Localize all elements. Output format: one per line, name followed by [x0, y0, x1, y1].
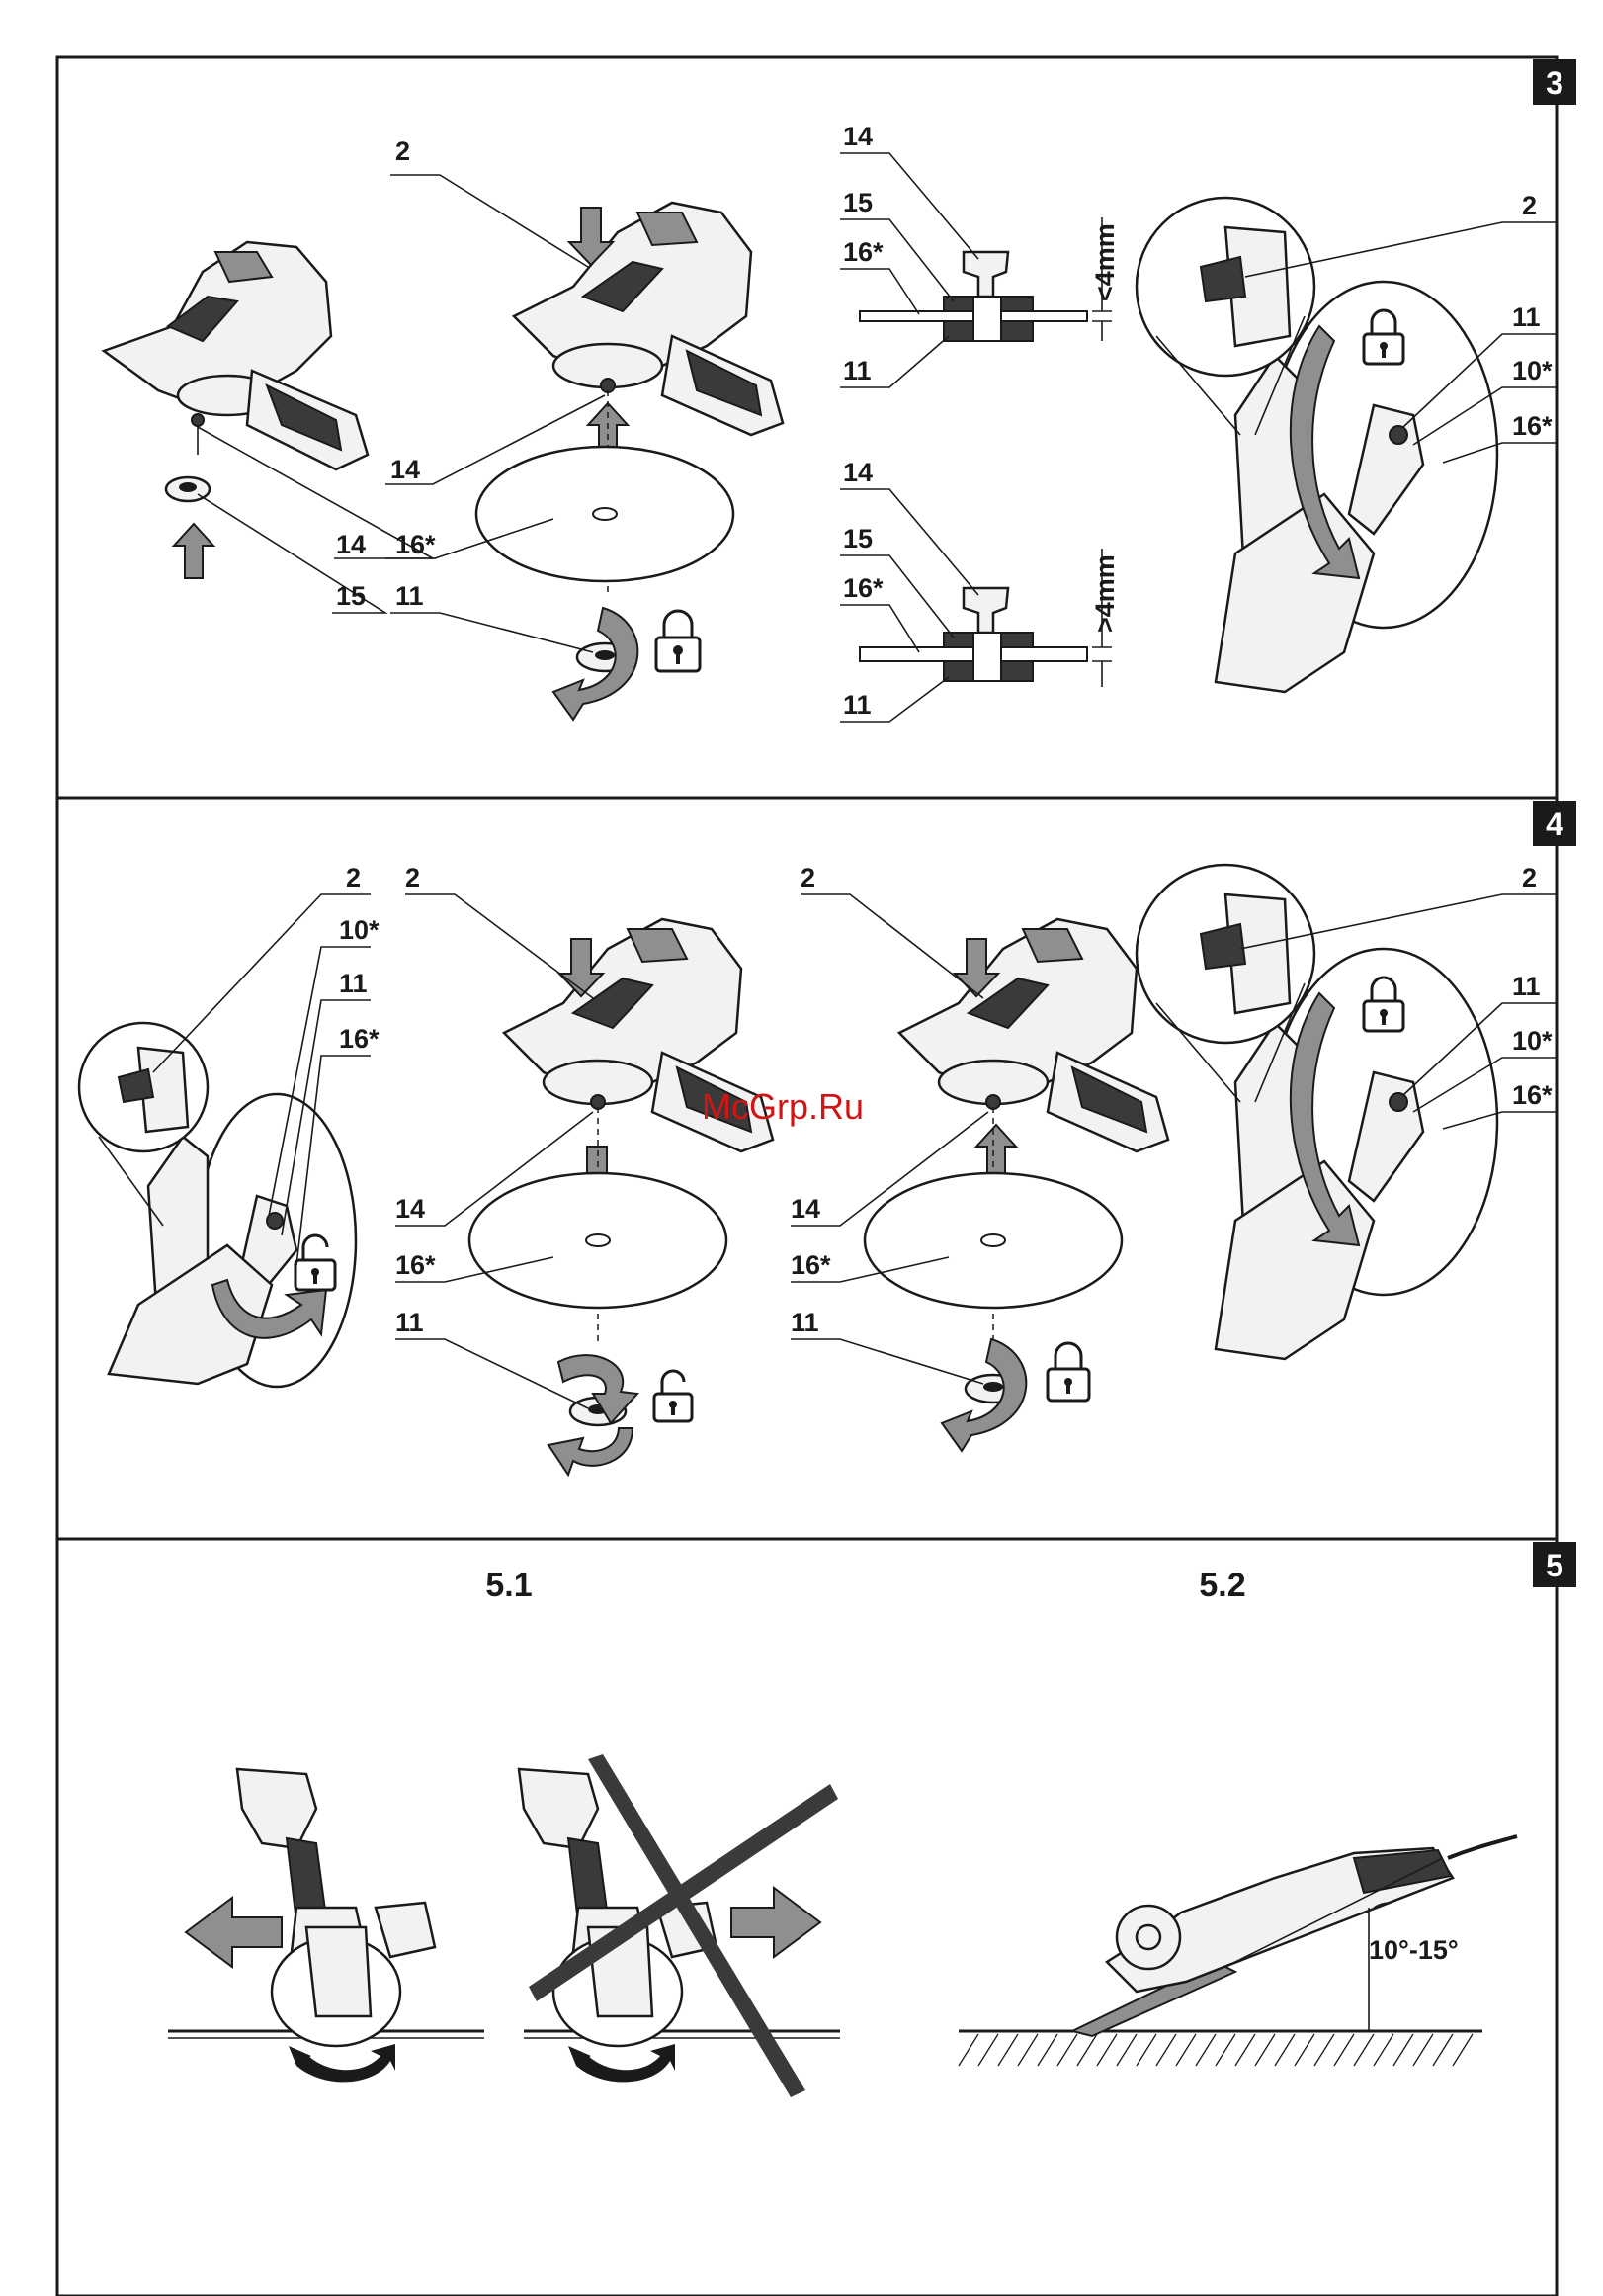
- cutting-disc: [469, 1173, 726, 1308]
- svg-text:14: 14: [390, 455, 420, 484]
- svg-text:16*: 16*: [1512, 411, 1553, 441]
- svg-text:2: 2: [405, 863, 420, 893]
- svg-text:16*: 16*: [395, 530, 436, 559]
- cutting-disc: [476, 447, 733, 581]
- svg-text:16*: 16*: [339, 1024, 380, 1054]
- svg-text:2: 2: [1522, 863, 1537, 893]
- svg-text:11: 11: [791, 1308, 819, 1337]
- svg-text:2: 2: [801, 863, 815, 893]
- svg-text:4: 4: [1546, 807, 1563, 842]
- svg-text:5: 5: [1546, 1548, 1563, 1583]
- grinder-illustration: [514, 203, 783, 435]
- svg-text:14: 14: [843, 458, 873, 487]
- svg-text:2: 2: [1522, 191, 1537, 220]
- rotate-arrow-icon: [289, 2044, 395, 2082]
- arrow-right-icon: [731, 1888, 820, 1957]
- svg-text:15: 15: [843, 188, 873, 217]
- svg-text:3: 3: [1546, 65, 1563, 101]
- subfigure-5-1-title: 5.1: [485, 1567, 532, 1604]
- svg-text:11: 11: [1512, 302, 1541, 332]
- figure-3-badge: 3: [1533, 59, 1576, 105]
- arrow-up-icon: [976, 1125, 1016, 1178]
- svg-text:14: 14: [791, 1194, 820, 1224]
- svg-text:10*: 10*: [1512, 1026, 1553, 1056]
- unlock-icon: [654, 1371, 692, 1421]
- figure-5-badge: 5: [1533, 1542, 1576, 1587]
- svg-text:16*: 16*: [843, 237, 884, 267]
- svg-text:11: 11: [843, 356, 872, 385]
- svg-text:15: 15: [336, 581, 366, 611]
- svg-text:11: 11: [843, 690, 872, 720]
- svg-text:14: 14: [336, 530, 366, 559]
- svg-text:11: 11: [395, 1308, 424, 1337]
- svg-text:<4mm: <4mm: [1090, 223, 1120, 301]
- figure-3: 2 14 14 16* 15 11 <4mm 14 15 16*: [104, 122, 1557, 722]
- svg-text:16*: 16*: [843, 573, 884, 603]
- figure-4: 2 10* 11 16*: [79, 863, 1557, 1475]
- svg-text:16*: 16*: [1512, 1080, 1553, 1110]
- svg-text:2: 2: [346, 863, 361, 893]
- subfigure-5-2-title: 5.2: [1199, 1567, 1245, 1604]
- grinder-illustration: [899, 919, 1168, 1151]
- rotate-arrow-icon: [568, 2044, 675, 2082]
- grinder-illustration: [104, 242, 368, 469]
- lock-icon: [1048, 1343, 1089, 1401]
- svg-text:11: 11: [339, 969, 368, 998]
- section-view-small: [860, 217, 1112, 341]
- svg-text:16*: 16*: [395, 1250, 436, 1280]
- svg-text:10*: 10*: [1512, 356, 1553, 385]
- figure-5: 5.1 5.2: [168, 1567, 1517, 2097]
- svg-text:14: 14: [395, 1194, 425, 1224]
- svg-text:11: 11: [1512, 972, 1541, 1001]
- svg-text:11: 11: [395, 581, 424, 611]
- svg-text:15: 15: [843, 524, 873, 553]
- svg-text:16*: 16*: [791, 1250, 831, 1280]
- svg-text:10*: 10*: [339, 915, 380, 945]
- arrow-left-icon: [186, 1898, 282, 1967]
- cutting-correct-illustration: [168, 1769, 484, 2046]
- figure-4-badge: 4: [1533, 801, 1576, 846]
- svg-text:>4mm: >4mm: [1090, 554, 1120, 633]
- arrow-up-icon: [174, 524, 213, 578]
- svg-text:14: 14: [843, 122, 873, 151]
- lock-icon: [656, 611, 700, 671]
- angle-label: 10°-15°: [1369, 1935, 1459, 1965]
- watermark: McGrp.Ru: [702, 1086, 864, 1127]
- cutting-disc: [865, 1173, 1122, 1308]
- svg-text:2: 2: [395, 136, 410, 166]
